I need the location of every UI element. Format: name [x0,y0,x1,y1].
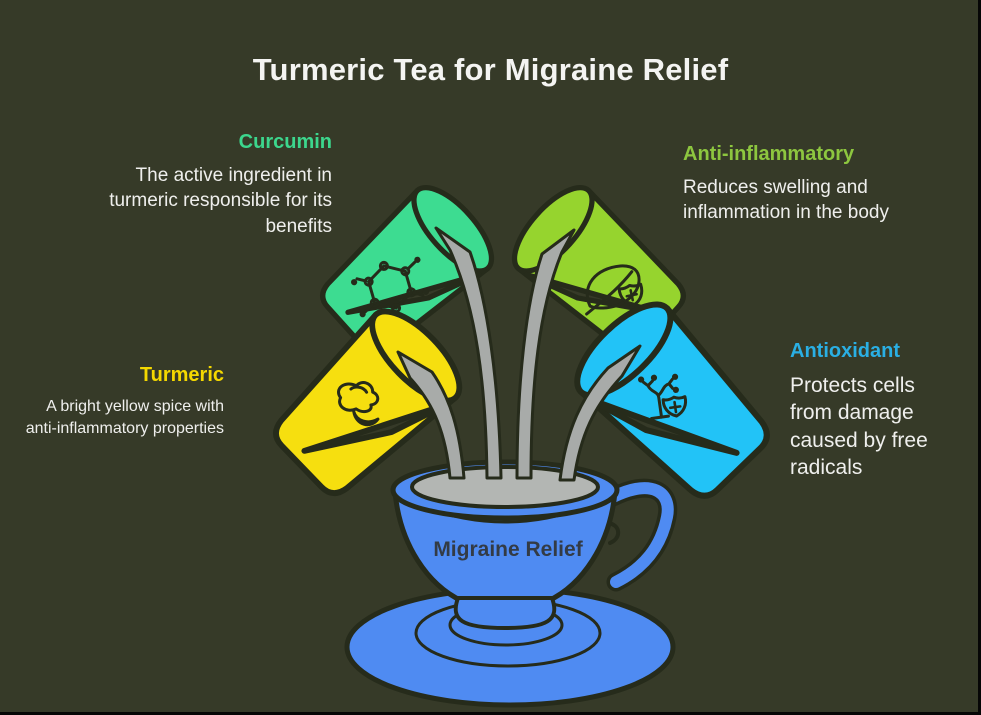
molecule-icon [351,256,429,318]
leaf-shield-icon [585,264,644,316]
anti-inflammatory-description: Reduces swelling and inflammation in the… [683,177,889,224]
anti-inflammatory-stream [515,228,576,480]
curcumin-description: The active ingredient in turmeric respon… [109,165,332,237]
radical-tree-shield-icon [638,373,688,420]
antioxidant-description: Protects cells from damage caused by fre… [790,374,928,479]
bottom-edge-bar [0,712,981,715]
turmeric-stream [396,350,466,480]
section-turmeric: Turmeric A bright yellow spice with anti… [19,364,224,441]
section-antioxidant: Antioxidant Protects cells from damage c… [790,340,945,481]
teacup [390,459,620,630]
section-anti-inflammatory: Anti-inflammatory Reduces swelling and i… [683,143,923,226]
antioxidant-stream [558,344,642,482]
turmeric-heading: Turmeric [139,364,224,386]
cup-label: Migraine Relief [433,538,583,561]
anti-inflammatory-heading: Anti-inflammatory [683,143,855,165]
turmeric-root-icon [337,381,380,427]
turmeric-description: A bright yellow spice with anti-inflamma… [25,398,224,438]
curcumin-heading: Curcumin [238,131,332,153]
antioxidant-heading: Antioxidant [790,340,900,362]
page-title: Turmeric Tea for Migraine Relief [252,52,729,87]
section-curcumin: Curcumin The active ingredient in turmer… [92,131,332,239]
curcumin-stream [434,226,503,480]
pour-streams [396,226,642,482]
right-edge-bar [978,0,981,715]
cup-handle [603,478,678,592]
